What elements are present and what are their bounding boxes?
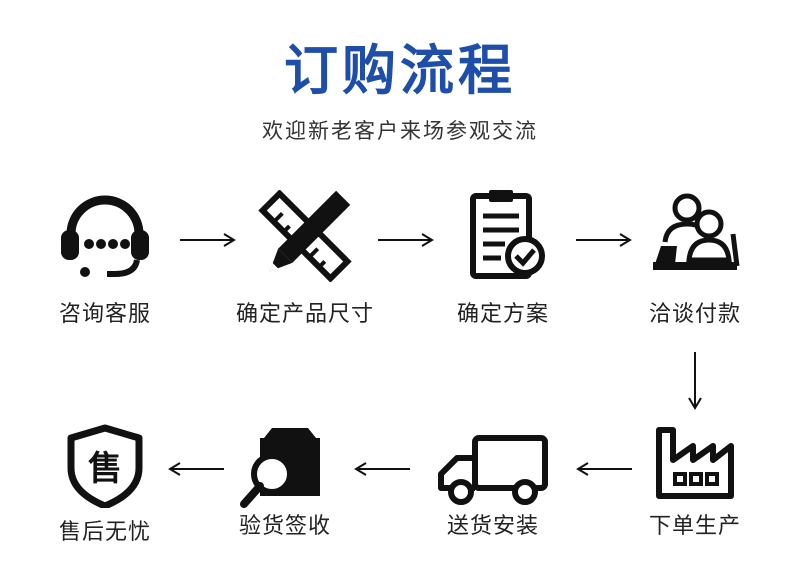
step-delivery: 送货安装 [408, 424, 578, 540]
arrow-down-icon [688, 352, 702, 410]
step-after-sales: 售 售后无忧 [20, 424, 190, 546]
step-size: 确定产品尺寸 [220, 190, 390, 328]
step-production: 下单生产 [610, 424, 780, 540]
page-title: 订购流程 [284, 39, 516, 102]
step-label: 确定产品尺寸 [235, 302, 374, 327]
step-label: 洽谈付款 [648, 302, 741, 327]
step-plan: 确定方案 [418, 190, 588, 328]
ruler-pencil-icon [258, 190, 352, 282]
arrow-right-icon [576, 233, 632, 247]
step-inspection: 验货签收 [200, 424, 370, 540]
arrow-left-icon [168, 462, 224, 476]
step-label: 送货安装 [446, 514, 539, 539]
factory-icon [656, 427, 734, 499]
step-label: 售后无忧 [58, 520, 151, 545]
headset-icon [61, 195, 149, 277]
delivery-truck-icon [438, 435, 548, 505]
arrow-left-icon [576, 462, 632, 476]
meeting-icon [653, 193, 740, 270]
step-payment: 洽谈付款 [610, 190, 780, 328]
checklist-icon [470, 190, 545, 279]
step-label: 验货签收 [238, 514, 331, 539]
step-consult: 咨询客服 [20, 190, 190, 328]
page-subtitle: 欢迎新老客户来场参观交流 [262, 119, 538, 143]
step-label: 下单生产 [648, 514, 741, 539]
step-label: 咨询客服 [58, 302, 151, 327]
after-sales-shield-icon: 售 [67, 424, 143, 508]
arrow-left-icon [354, 462, 410, 476]
arrow-right-icon [180, 233, 236, 247]
after-sales-glyph: 售 [88, 449, 122, 489]
inspect-box-icon [240, 428, 320, 508]
step-label: 确定方案 [456, 302, 549, 327]
arrow-right-icon [378, 233, 434, 247]
